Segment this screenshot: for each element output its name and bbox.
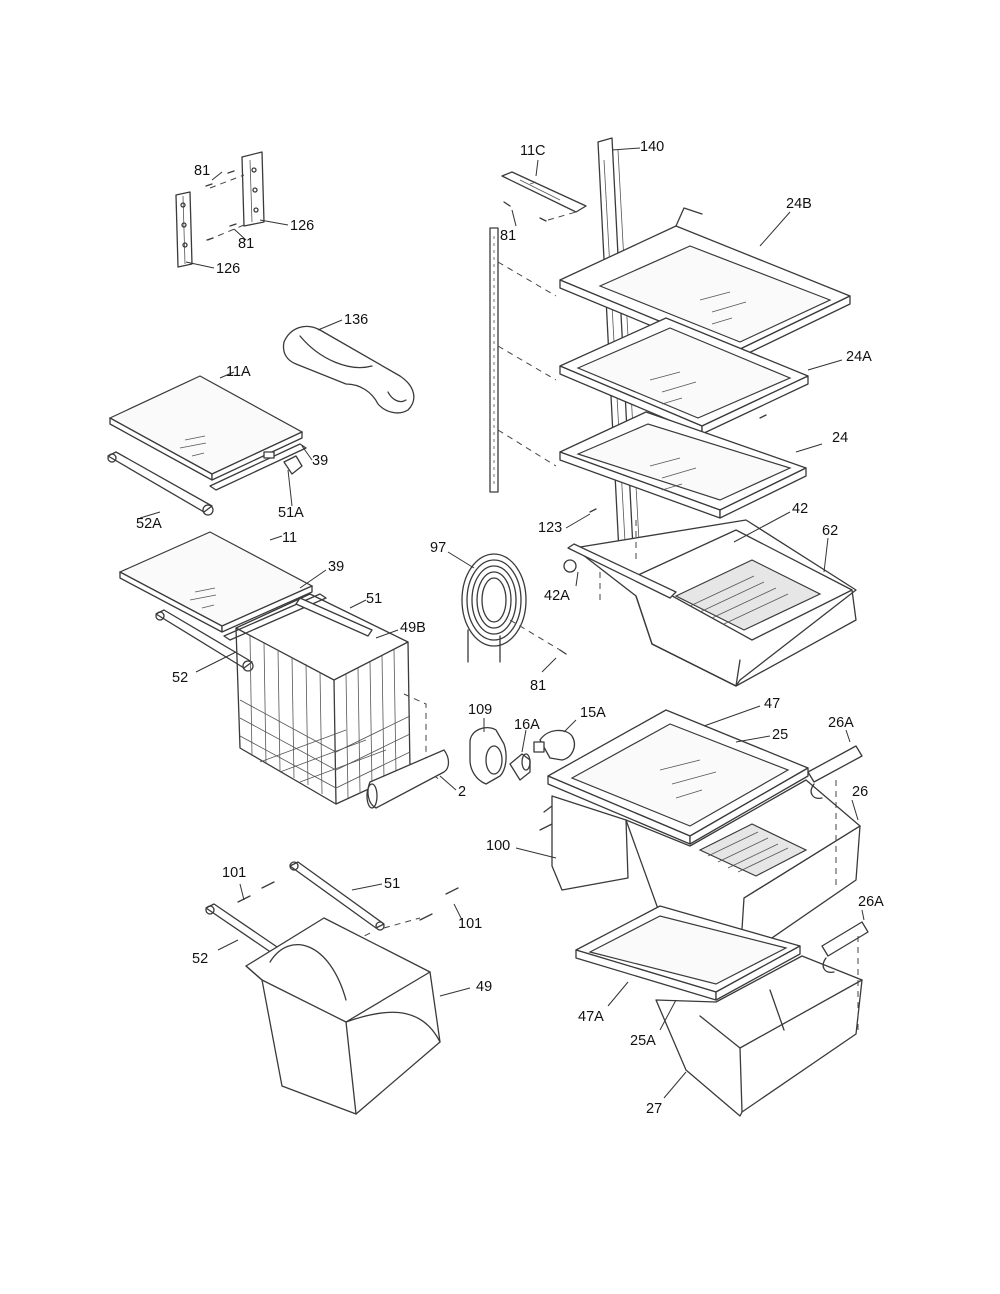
callout-26A: 26A: [828, 715, 854, 731]
callout-24A: 24A: [846, 349, 872, 365]
part-24B-shelf: [559, 207, 851, 361]
part-11A-shelf: [107, 371, 313, 519]
callout-16A: 16A: [514, 717, 540, 733]
part-47-cover-26-crisper: [515, 705, 863, 961]
callout-81: 81: [194, 163, 211, 179]
callout-123: 123: [538, 520, 563, 536]
callout-25A: 25A: [630, 1033, 656, 1049]
callout-51: 51: [384, 876, 401, 892]
callout-11C: 11C: [520, 143, 546, 159]
part-42-crisper-62-cover: [563, 511, 857, 687]
part-24-shelf: [559, 411, 823, 529]
callout-51: 51: [366, 591, 383, 607]
callout-49B: 49B: [400, 620, 426, 636]
callout-24B: 24B: [786, 196, 812, 212]
callout-81: 81: [530, 678, 547, 694]
callout-47: 47: [764, 696, 781, 712]
part-126-brackets: [175, 151, 289, 269]
part-109-16A-15A-light-assembly: [469, 718, 577, 785]
part-11-shelf-and-49B-basket: [118, 531, 457, 809]
callout-126: 126: [290, 218, 315, 234]
callout-26: 26: [852, 784, 869, 800]
callout-101: 101: [458, 916, 483, 932]
callout-97: 97: [430, 540, 447, 556]
callout-100: 100: [486, 838, 511, 854]
callout-24: 24: [832, 430, 849, 446]
callout-109: 109: [468, 702, 493, 718]
callout-140: 140: [640, 139, 665, 155]
callout-42A: 42A: [544, 588, 570, 604]
callout-51A: 51A: [278, 505, 304, 521]
callout-11: 11: [282, 530, 298, 546]
callout-47A: 47A: [578, 1009, 604, 1025]
part-49-bin-and-slides: [205, 861, 471, 1115]
callout-126: 126: [216, 261, 241, 277]
callout-52A: 52A: [136, 516, 162, 532]
callout-42: 42: [792, 501, 809, 517]
callout-52: 52: [172, 670, 189, 686]
callout-11A: 11A: [226, 364, 251, 380]
callout-39: 39: [328, 559, 345, 575]
callout-49: 49: [476, 979, 493, 995]
part-97-heater-coil: [447, 551, 567, 673]
callout-81: 81: [500, 228, 517, 244]
callout-27: 27: [646, 1101, 663, 1117]
callout-101: 101: [222, 865, 247, 881]
callout-2: 2: [458, 784, 467, 800]
callout-26A: 26A: [858, 894, 884, 910]
part-136: [282, 319, 415, 414]
callout-136: 136: [344, 312, 369, 328]
callout-62: 62: [822, 523, 839, 539]
callout-52: 52: [192, 951, 209, 967]
part-47A-cover-27-crisper: [575, 905, 869, 1117]
callout-25: 25: [772, 727, 789, 743]
callout-39: 39: [312, 453, 329, 469]
callout-81: 81: [238, 236, 255, 252]
part-24A-shelf: [559, 317, 843, 435]
callout-15A: 15A: [580, 705, 606, 721]
